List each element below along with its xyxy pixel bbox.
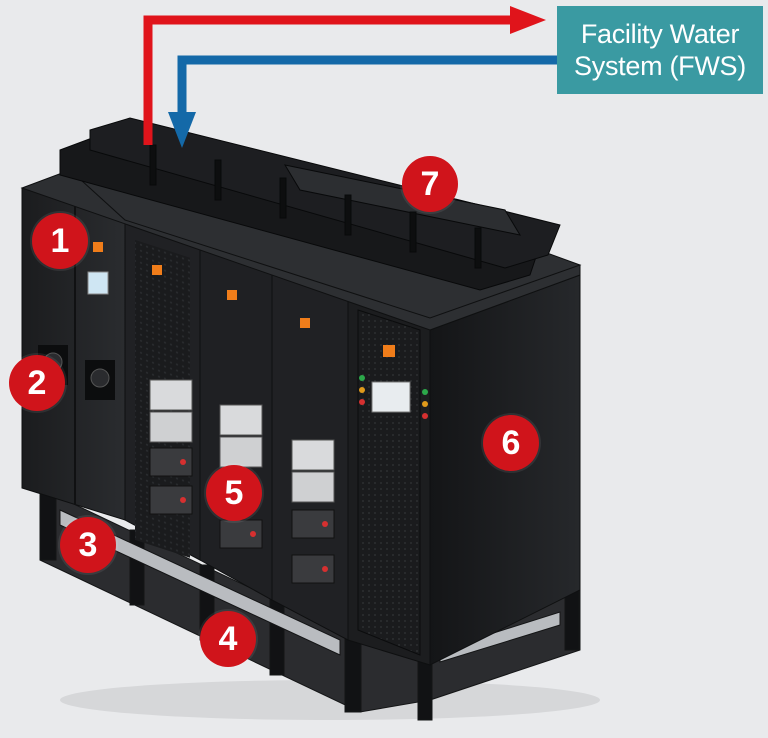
- brand-tags: [93, 242, 395, 357]
- callout-badge-6: 6: [483, 415, 539, 471]
- fws-label-line2: System (FWS): [574, 51, 746, 81]
- display-screen-control: [371, 381, 411, 413]
- base-frame: [39, 487, 581, 721]
- display-screen-left: [87, 271, 109, 295]
- callout-badge-3: 3: [60, 517, 116, 573]
- pump-modules: [149, 379, 335, 584]
- supply-arrow-icon: [510, 6, 546, 34]
- status-leds: [359, 375, 428, 419]
- callout-badge-5: 5: [206, 465, 262, 521]
- callout-number: 6: [501, 423, 521, 462]
- callout-number: 2: [27, 363, 47, 402]
- callout-number: 7: [420, 164, 440, 203]
- callout-badge-7: 7: [402, 156, 458, 212]
- callout-badge-1: 1: [32, 213, 88, 269]
- return-arrow-icon: [168, 112, 196, 148]
- callout-badge-4: 4: [200, 611, 256, 667]
- supply-pipe: [143, 15, 520, 145]
- fws-label-line1: Facility Water: [580, 19, 740, 49]
- top-manifolds: [59, 117, 561, 291]
- callout-number: 3: [78, 525, 98, 564]
- callout-number: 1: [50, 221, 70, 260]
- floor-shadow: [60, 680, 600, 720]
- callout-number: 4: [218, 619, 238, 658]
- fws-label-box: Facility Water System (FWS): [557, 6, 763, 94]
- callout-number: 5: [224, 473, 244, 512]
- return-pipe: [177, 55, 560, 118]
- callout-badge-2: 2: [9, 355, 65, 411]
